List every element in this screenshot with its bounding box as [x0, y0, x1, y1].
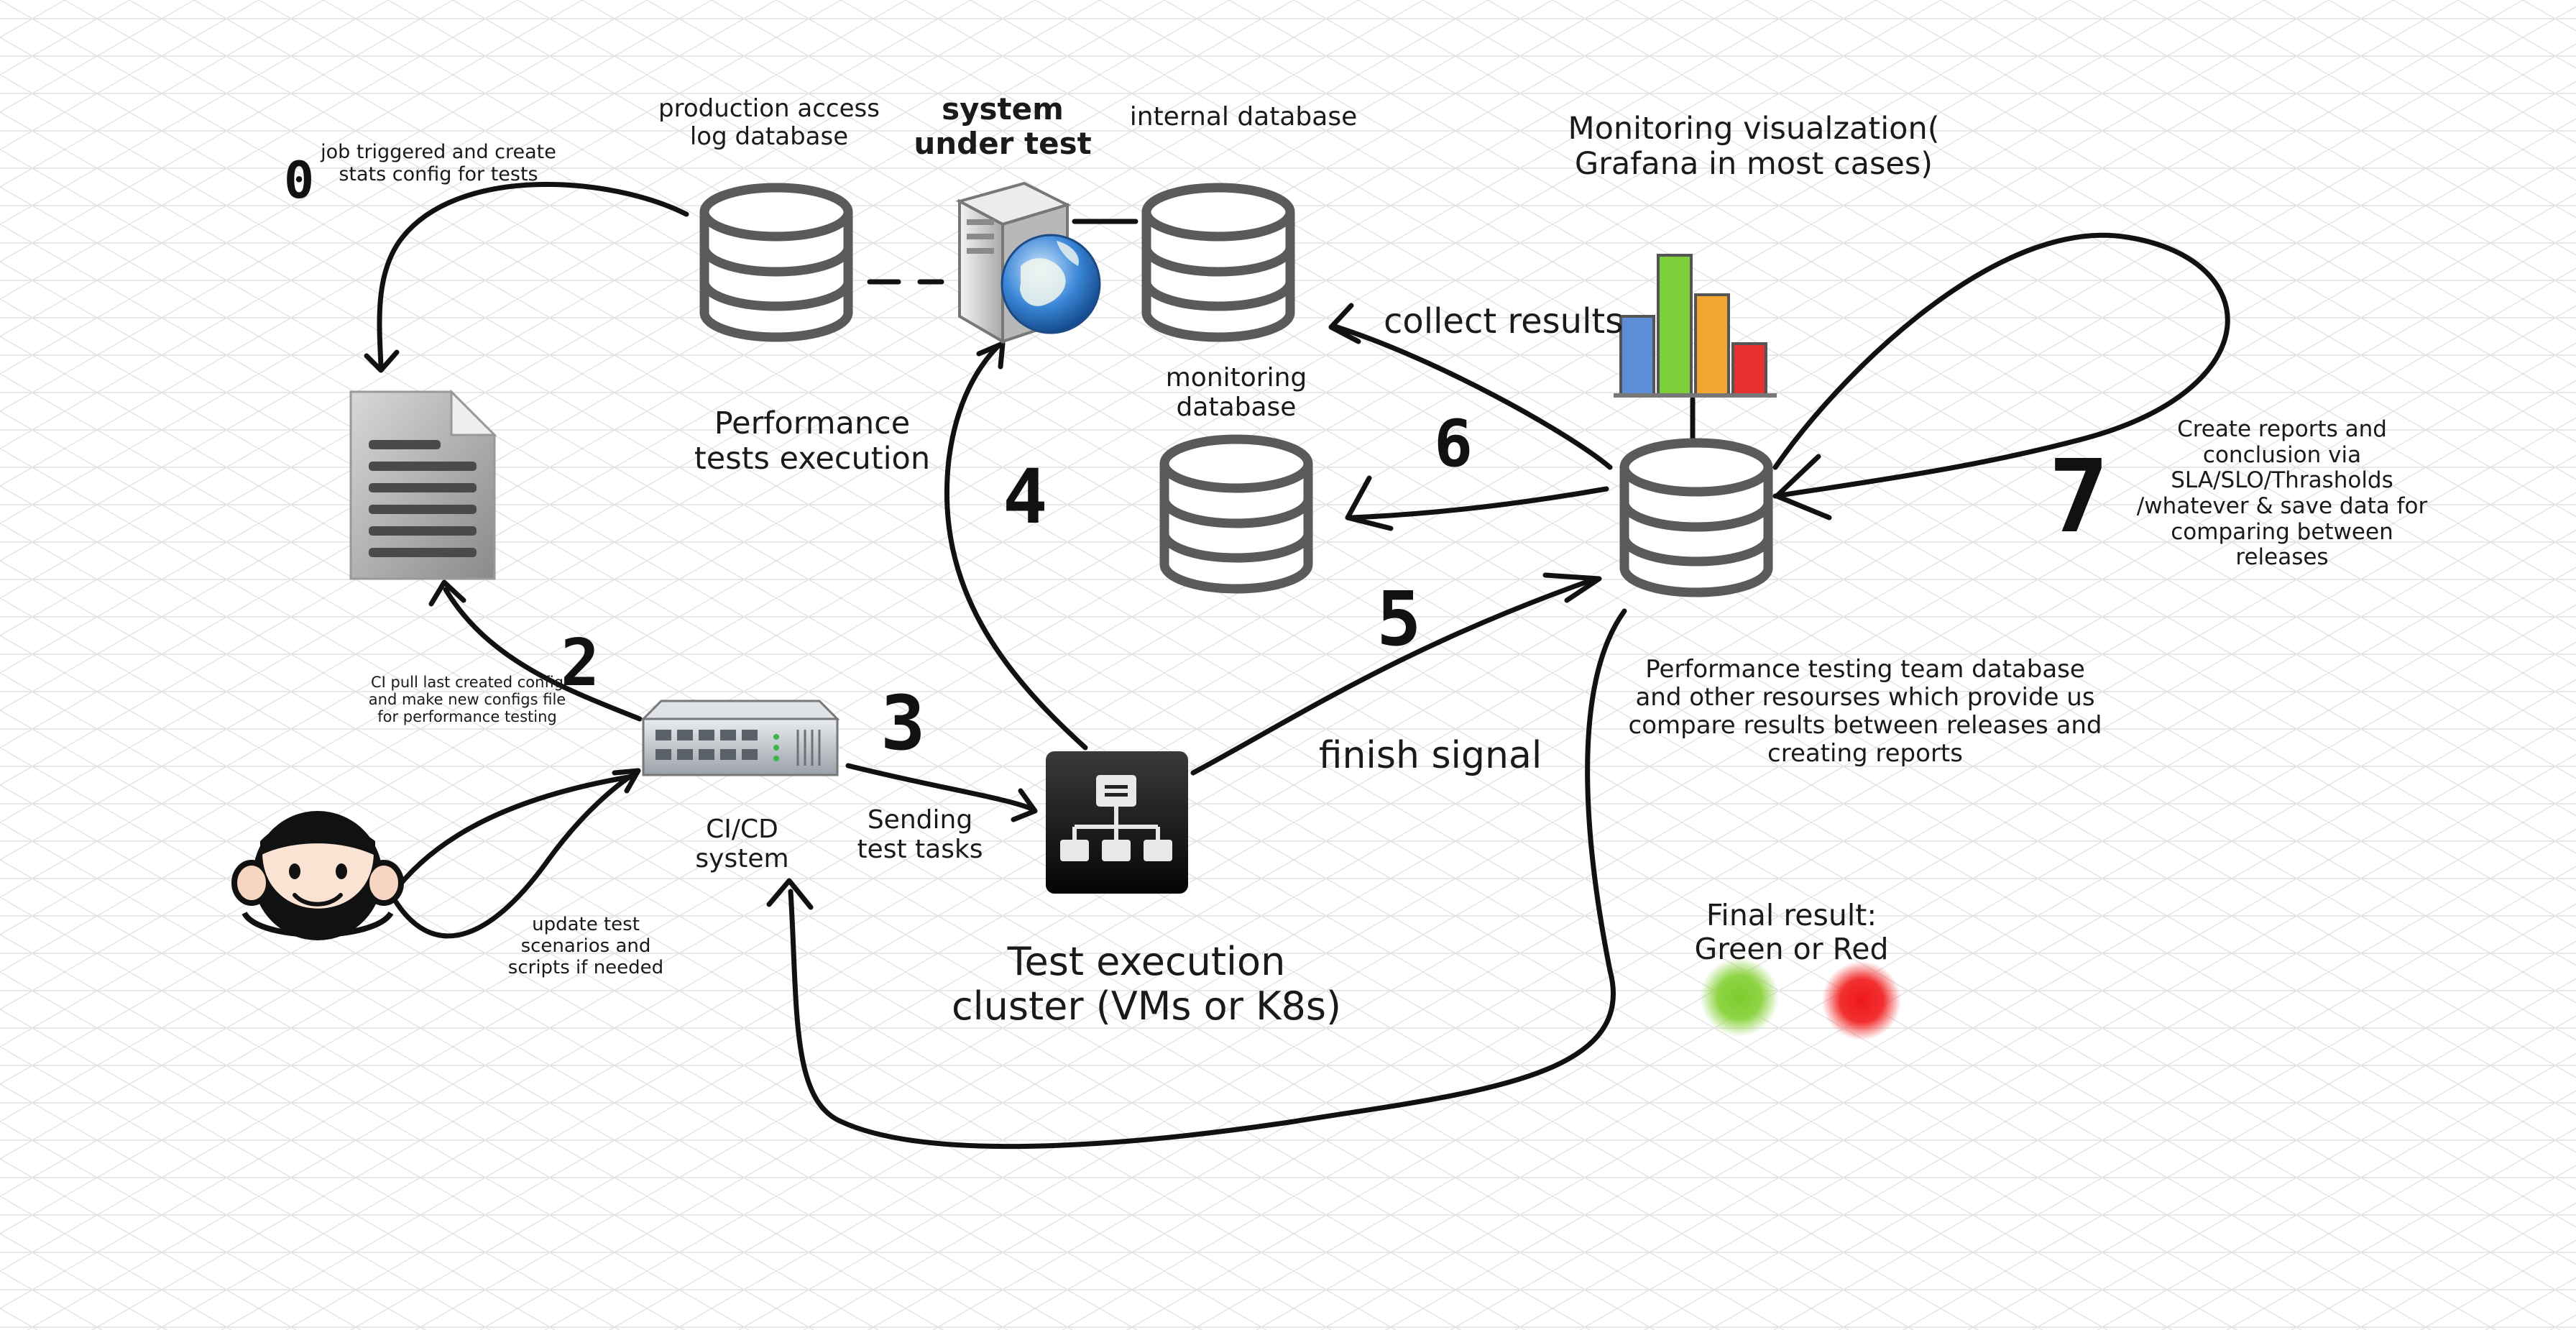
label-perf-tests-exec: Performance tests execution — [694, 405, 931, 477]
arrow-update-tests — [389, 770, 639, 939]
perf-team-db-shape — [1619, 438, 1773, 597]
document-icon — [349, 389, 497, 580]
step-number-6: 6 — [1434, 406, 1473, 482]
arrowhead-to-monitoring-db — [1345, 475, 1394, 531]
person-icon — [231, 811, 404, 940]
arrowhead-job-triggered — [364, 349, 400, 373]
arrow-job-triggered — [377, 182, 689, 370]
arrowhead-ci-pull — [428, 579, 466, 607]
arrow-create-reports — [1772, 232, 2230, 499]
server-globe-icon — [955, 181, 1101, 344]
database-icon — [699, 183, 1773, 597]
label-test-cluster: Test execution cluster (VMs or K8s) — [951, 939, 1342, 1029]
label-collect-results: collect results — [1384, 301, 1624, 341]
label-create-reports: Create reports and conclusion via SLA/SL… — [2136, 416, 2428, 571]
connector-person-ci — [389, 774, 635, 898]
arrow-to-monitoring-db — [1348, 486, 1609, 520]
network-switch-icon — [640, 700, 840, 776]
step-number-5: 5 — [1376, 575, 1422, 663]
arrowhead-update-tests — [612, 768, 641, 794]
arrowhead-finish-signal — [1542, 572, 1602, 603]
step-number-4: 4 — [1003, 453, 1048, 541]
arrow-collect-results — [1334, 324, 1613, 470]
arrow-perf-execution — [944, 342, 1088, 751]
cluster-icon — [1046, 751, 1188, 894]
label-monitoring-viz: Monitoring visualzation( Grafana in most… — [1568, 111, 1940, 183]
label-system-under-test: system under test — [914, 91, 1092, 162]
green-light-icon — [1700, 958, 1779, 1037]
bar-chart-icon — [1614, 254, 1777, 398]
label-production-db: production access log database — [658, 94, 880, 152]
red-light-icon — [1822, 961, 1901, 1040]
label-final-result: Final result: Green or Red — [1694, 898, 1889, 967]
production-db-shape — [699, 183, 853, 342]
step-number-3: 3 — [880, 679, 926, 767]
label-monitoring-db: monitoring database — [1165, 363, 1307, 423]
arrow-sending-tasks — [845, 763, 1034, 812]
step-number-7: 7 — [2048, 439, 2110, 556]
label-ci-pull: CI pull last created config and make new… — [368, 674, 566, 726]
arrow-ci-pull — [443, 587, 643, 722]
arrowhead-final-result — [766, 878, 814, 910]
arrowhead-create-reports — [1774, 454, 1832, 520]
arrowhead-perf-execution — [976, 341, 1006, 370]
arrowhead-sending-tasks — [1011, 788, 1038, 822]
label-sending-tasks: Sending test tasks — [857, 805, 983, 865]
step-number-2: 2 — [561, 625, 600, 701]
arrow-finish-signal — [1190, 576, 1598, 776]
step-number-0: 0 — [284, 151, 315, 210]
label-ci-cd: CI/CD system — [695, 815, 789, 874]
label-finish-signal: finish signal — [1318, 734, 1542, 777]
label-update-tests: update test scenarios and scripts if nee… — [507, 914, 664, 978]
label-job-triggered: job triggered and create stats config fo… — [321, 141, 556, 186]
arrow-final-result — [788, 608, 1627, 1150]
internal-db-shape — [1141, 183, 1295, 342]
label-perf-team-db: Performance testing team database and ot… — [1628, 655, 2102, 769]
label-internal-db: internal database — [1129, 102, 1358, 132]
arrowhead-collect-results — [1328, 303, 1361, 344]
monitoring-db-shape — [1159, 434, 1313, 594]
